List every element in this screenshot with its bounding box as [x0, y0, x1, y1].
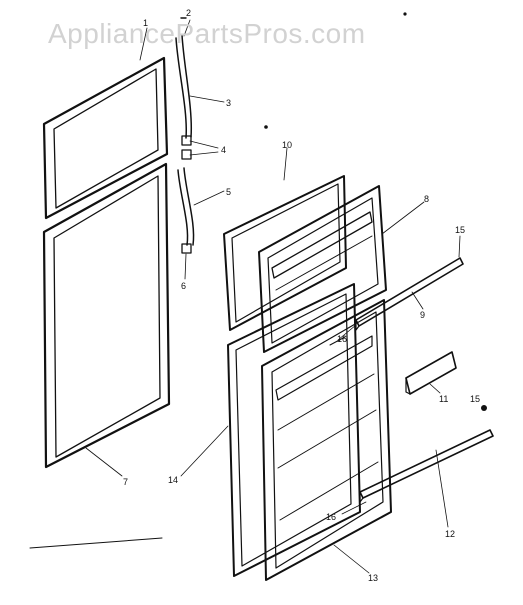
callout-6: 6: [181, 281, 186, 291]
part-1-upper-gasket: [42, 56, 169, 220]
callout-16-upper: 16: [337, 334, 347, 344]
callout-8: 8: [424, 194, 429, 204]
callout-2: 2: [186, 8, 191, 18]
part-8-upper-liner: [258, 185, 387, 353]
callout-5: 5: [226, 187, 231, 197]
callout-3: 3: [226, 98, 231, 108]
callout-16-lower: 16: [326, 512, 336, 522]
callout-1: 1: [143, 18, 148, 28]
part-12-shelf-rail: [359, 429, 494, 503]
callout-15-lower: 15: [470, 394, 480, 404]
part-10-upper-panel: [223, 175, 347, 331]
callout-labels: 1 2 3 4 5 6 7 8 9 10 11 12 13 14 15 15 1…: [123, 8, 480, 583]
callout-4: 4: [221, 145, 226, 155]
callout-15-upper: 15: [455, 225, 465, 235]
stray-line: [29, 537, 163, 549]
part-14-lower-panel: [227, 283, 361, 577]
part-11-bin: [405, 351, 457, 395]
part-13-lower-liner: [261, 299, 392, 581]
watermark: AppliancePartsPros.com: [48, 18, 366, 49]
screw-marks: [264, 12, 487, 411]
callout-10: 10: [282, 140, 292, 150]
part-9-shelf-rail: [355, 257, 464, 331]
leader-lines: [85, 19, 461, 574]
part-2-to-6-hinge-strips: [175, 17, 195, 254]
callout-9: 9: [420, 310, 425, 320]
callout-11: 11: [439, 394, 448, 404]
callout-12: 12: [445, 529, 455, 539]
part-7-lower-gasket: [42, 162, 171, 469]
callout-14: 14: [168, 475, 178, 485]
callout-7: 7: [123, 477, 128, 487]
callout-13: 13: [368, 573, 378, 583]
